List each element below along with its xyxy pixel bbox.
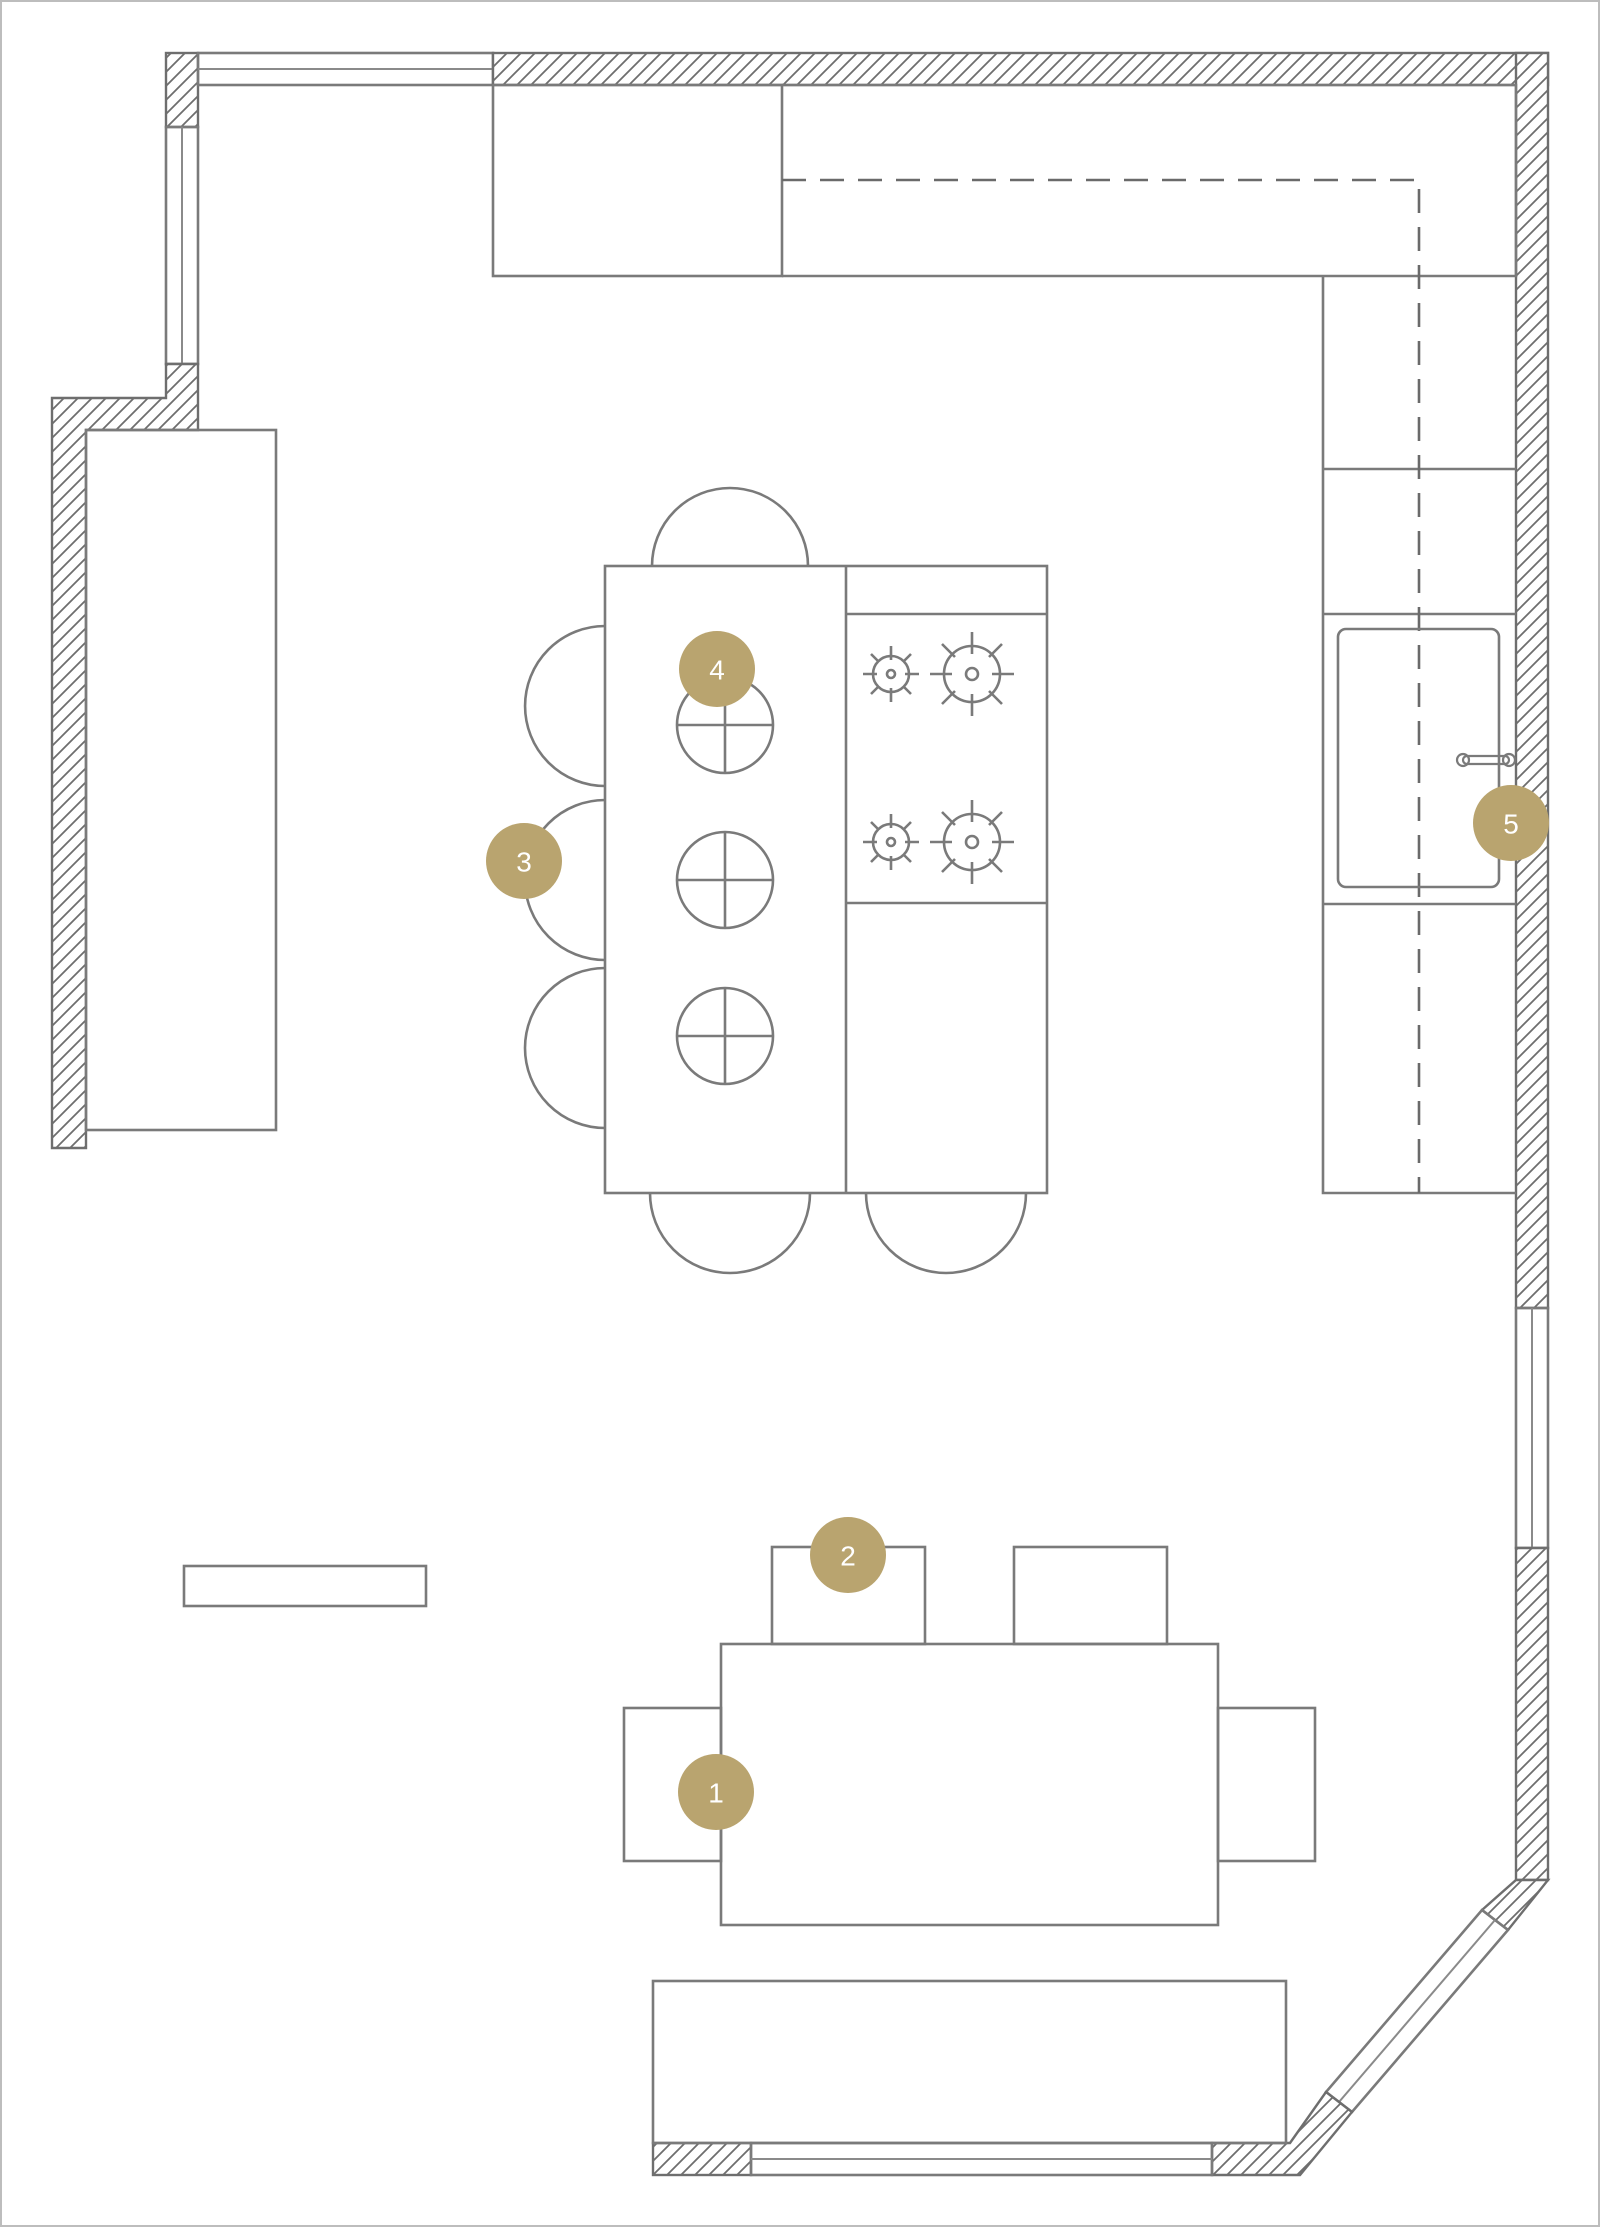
island-counter — [603, 564, 1049, 1195]
stool — [523, 966, 606, 1130]
marker-3-label: 3 — [516, 847, 532, 878]
wall-top — [491, 51, 1550, 87]
marker-4-label: 4 — [709, 655, 725, 686]
marker-3[interactable]: 3 — [486, 823, 562, 899]
window-bench — [651, 1979, 1288, 2145]
left-cabinets — [84, 428, 278, 1132]
marker-4[interactable]: 4 — [679, 631, 755, 707]
stool — [523, 624, 606, 788]
burner-icon — [930, 800, 1014, 884]
wall-right-upper — [1514, 51, 1550, 1310]
stool — [648, 1192, 812, 1275]
walls — [50, 51, 1551, 2177]
stool — [864, 1192, 1028, 1275]
marker-1[interactable]: 1 — [678, 1754, 754, 1830]
sink — [1336, 627, 1501, 889]
place-setting-icon — [675, 830, 775, 930]
marker-2-label: 2 — [840, 1541, 856, 1572]
marker-2[interactable]: 2 — [810, 1517, 886, 1593]
counters — [84, 83, 1518, 2145]
burner-icon — [863, 646, 919, 702]
marker-1-label: 1 — [708, 1778, 724, 1809]
upper-cabinet-outline — [782, 178, 1421, 1193]
burner-icon — [863, 814, 919, 870]
marker-5-label: 5 — [1503, 809, 1519, 840]
wall-bottom-left — [651, 2141, 753, 2177]
wall-top-left-stub — [164, 51, 200, 129]
top-counter — [782, 83, 1518, 278]
wall-shelf — [182, 1564, 428, 1608]
stool — [650, 486, 810, 567]
faucet-icon — [1455, 752, 1517, 768]
right-counter — [1321, 276, 1516, 1195]
wall-right-lower — [1514, 1546, 1550, 1882]
burner-icon — [930, 632, 1014, 716]
wall-left-jog — [50, 362, 200, 1150]
marker-5[interactable]: 5 — [1473, 785, 1549, 861]
place-setting-icon — [675, 986, 775, 1086]
